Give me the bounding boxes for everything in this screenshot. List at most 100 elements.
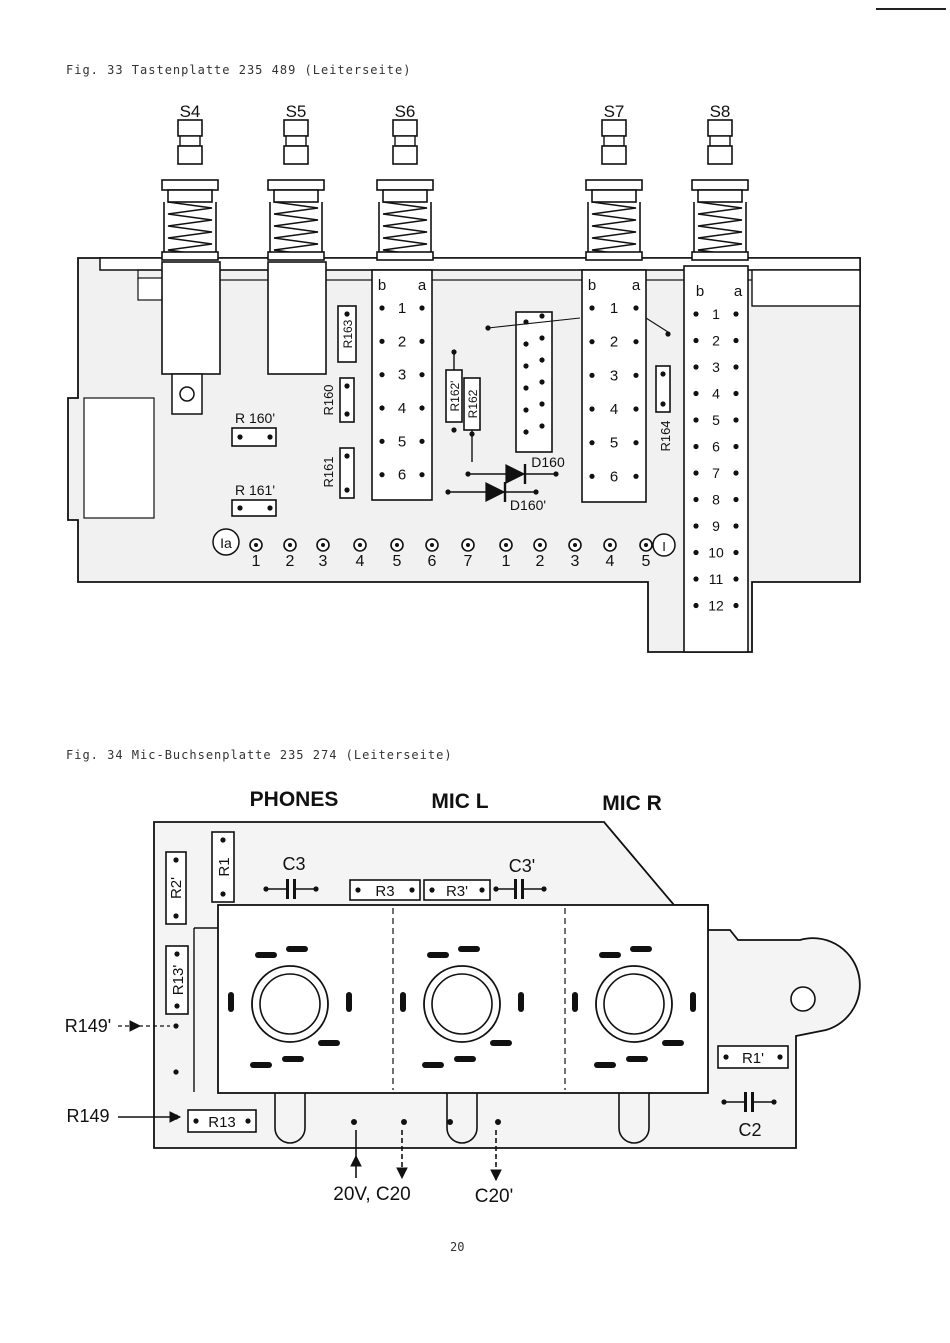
jack-label-mic-r: MIC R	[602, 792, 662, 815]
resistor-r160p-label: R 160'	[235, 410, 275, 426]
resistor-r3-label: R3	[375, 883, 394, 900]
resistor-r161	[339, 447, 355, 499]
switch-collar	[376, 179, 434, 191]
terminal-ia-4: 4	[356, 553, 365, 570]
resistor-r3p	[423, 879, 491, 901]
contact-label-4: 4	[712, 386, 720, 402]
contact-dot-a	[419, 372, 425, 378]
contact-dot-b	[379, 338, 385, 344]
solder-dot	[174, 951, 180, 957]
contact-block-s8	[683, 265, 749, 653]
jack-socket-inner	[603, 973, 665, 1035]
solder-dot	[173, 1069, 179, 1075]
solder-dot	[771, 1099, 777, 1105]
terminal-i-5: 5	[642, 553, 651, 570]
solder-dot	[608, 543, 612, 547]
contact-label-8: 8	[712, 492, 720, 508]
jack-pad	[255, 952, 277, 958]
contact-dot	[693, 496, 699, 503]
contact-label-6: 6	[610, 468, 618, 485]
contact-dot	[693, 602, 699, 609]
jack-socket-inner	[431, 973, 493, 1035]
solder-dot	[495, 1119, 501, 1125]
jack-label-mic-l: MIC L	[431, 790, 488, 813]
jack-pad	[346, 992, 352, 1012]
switch-collar	[585, 179, 643, 191]
solder-dot	[173, 913, 179, 919]
switch-collar	[267, 179, 325, 191]
contact-dot-b	[379, 372, 385, 378]
label-r149p: R149'	[65, 1016, 111, 1036]
contact-dot	[733, 470, 739, 476]
contact-dot	[693, 390, 699, 397]
switch-base	[267, 251, 325, 261]
switch-collar	[161, 179, 219, 191]
diode-d160p-label: D160'	[510, 497, 546, 513]
switch-spring	[697, 201, 743, 257]
switch-stem	[601, 145, 627, 165]
contact-dot-b	[379, 305, 385, 311]
capacitor-c3-plate	[293, 879, 296, 899]
solder-dot	[539, 357, 545, 363]
diode-d160p-body	[485, 482, 506, 502]
jack-pad	[454, 1056, 476, 1062]
switch-collar-lower	[167, 189, 213, 203]
label-a: a	[632, 277, 641, 294]
contact-dot	[693, 364, 699, 370]
solder-dot	[263, 886, 269, 892]
solder-dot	[220, 891, 226, 897]
switch-cap	[177, 119, 203, 137]
switch-stem	[177, 145, 203, 165]
label-b: b	[588, 277, 596, 294]
resistor-r160	[339, 377, 355, 423]
solder-dot	[173, 857, 179, 863]
terminal-ia-7: 7	[464, 553, 473, 570]
label-b: b	[378, 277, 386, 294]
solder-dot	[267, 434, 273, 440]
capacitor-c3-plate	[286, 879, 289, 899]
solder-dot	[344, 383, 350, 389]
solder-dot	[237, 505, 243, 511]
contact-label-5: 5	[610, 435, 618, 452]
solder-dot	[523, 407, 529, 413]
jack-pad	[662, 1040, 684, 1046]
solder-dot	[723, 1054, 729, 1060]
jack-pad	[318, 1040, 340, 1046]
contact-label-2: 2	[610, 334, 618, 351]
solder-dot	[355, 887, 361, 893]
switch-label-s4: S4	[180, 102, 201, 121]
contact-dot	[733, 496, 739, 503]
switch-spring	[167, 201, 213, 257]
jack-pad	[690, 992, 696, 1012]
switch-stem	[283, 145, 309, 165]
contact-dot	[693, 470, 699, 476]
jack-socket-inner	[259, 973, 321, 1035]
resistor-r13p	[165, 945, 189, 1015]
capacitor-c3p-plate	[521, 879, 524, 899]
resistor-r160-label: R160	[321, 384, 336, 415]
contact-label-7: 7	[712, 465, 720, 481]
jack-lug	[446, 1093, 478, 1144]
solder-dot	[401, 1119, 407, 1125]
solder-dot	[288, 543, 292, 547]
resistor-r1	[211, 831, 235, 903]
solder-dot	[660, 371, 666, 377]
resistor-r161p-label: R 161'	[235, 482, 275, 498]
resistor-r161-label: R161	[321, 456, 336, 487]
solder-dot	[245, 1118, 251, 1124]
solder-dot	[344, 487, 350, 493]
contact-label-3: 3	[610, 367, 618, 384]
switch-collar-lower	[273, 189, 319, 203]
switch-collar-lower	[697, 189, 743, 203]
solder-dot	[174, 1003, 180, 1009]
switch-stem	[392, 145, 418, 165]
resistor-r3p-label: R3'	[446, 883, 468, 900]
switch-collar	[691, 179, 749, 191]
switch-neck	[285, 135, 307, 147]
solder-dot	[351, 1119, 357, 1125]
solder-dot	[777, 1054, 783, 1060]
solder-dot	[237, 434, 243, 440]
switch-spring	[382, 201, 428, 257]
contact-dot	[693, 417, 699, 423]
